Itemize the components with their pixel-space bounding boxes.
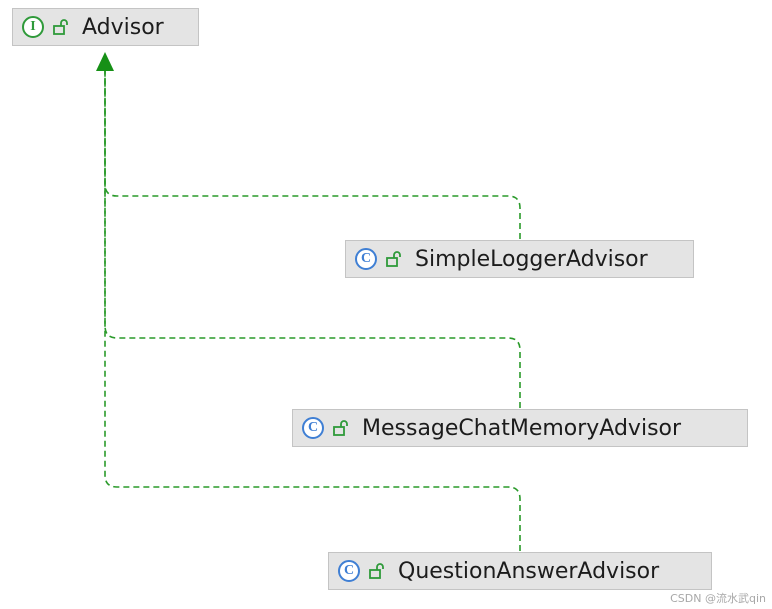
unlocked-padlock-icon [369, 563, 384, 579]
interface-icon: I [22, 16, 44, 38]
implements-arrowhead [96, 52, 114, 71]
node-messagechatmemoryadvisor[interactable]: C MessageChatMemoryAdvisor [292, 409, 748, 447]
class-icon: C [355, 248, 377, 270]
node-simpleloggeradvisor[interactable]: C SimpleLoggerAdvisor [345, 240, 694, 278]
node-label: SimpleLoggerAdvisor [415, 246, 648, 272]
node-questionansweradvisor[interactable]: C QuestionAnswerAdvisor [328, 552, 712, 590]
class-icon: C [338, 560, 360, 582]
node-label: Advisor [82, 14, 164, 40]
edge-simpleloggeradvisor-to-advisor [104, 70, 521, 239]
unlocked-padlock-icon [53, 19, 68, 35]
class-icon: C [302, 417, 324, 439]
node-label: QuestionAnswerAdvisor [398, 558, 660, 584]
node-label: MessageChatMemoryAdvisor [362, 415, 682, 441]
edge-questionansweradvisor-to-advisor [104, 70, 521, 551]
unlocked-padlock-icon [333, 420, 348, 436]
node-advisor[interactable]: I Advisor [12, 8, 199, 46]
watermark: CSDN @流水武qin [670, 592, 766, 605]
edge-messagechatmemoryadvisor-to-advisor [104, 70, 521, 408]
unlocked-padlock-icon [386, 251, 401, 267]
